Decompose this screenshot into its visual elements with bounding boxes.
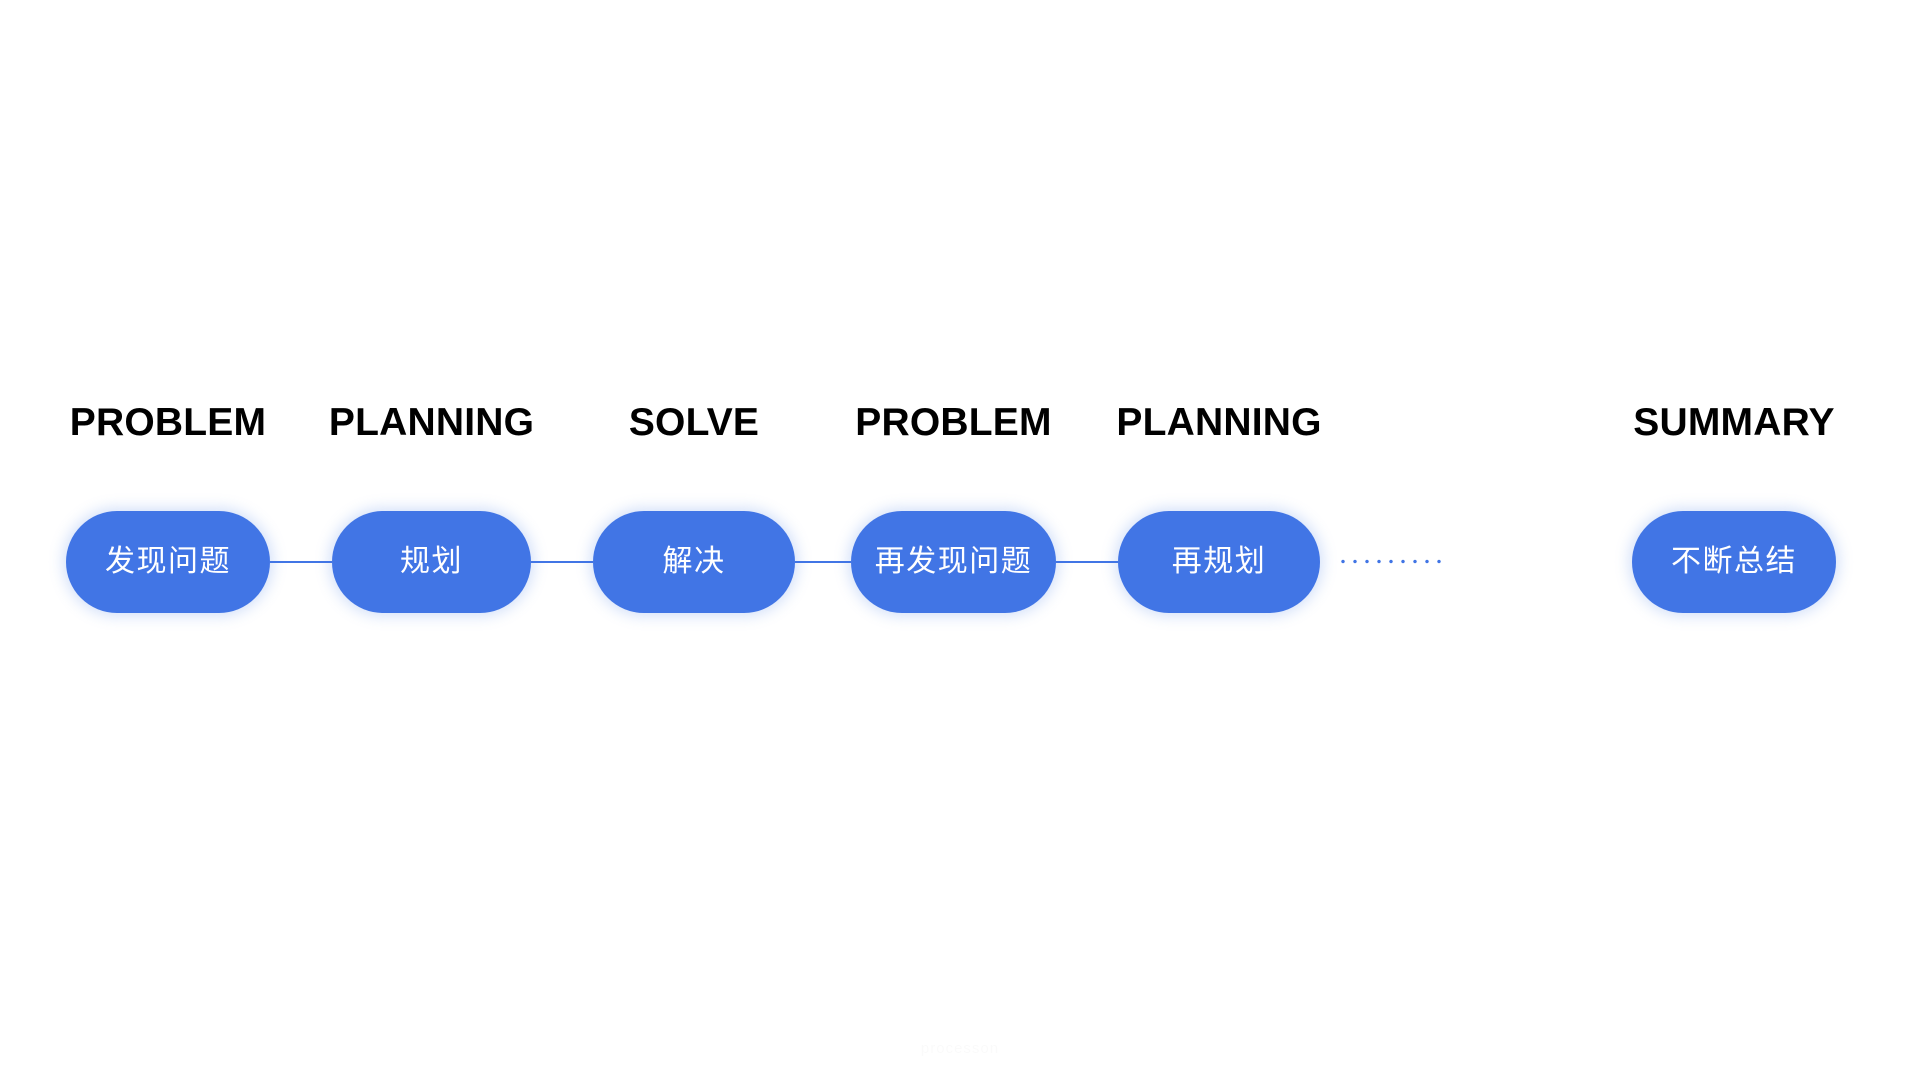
stage-pill-summary[interactable]: 不断总结	[1632, 511, 1836, 613]
connector-dotted-planning2-summary	[1337, 559, 1441, 564]
stage-header-planning-2: PLANNING	[1116, 401, 1322, 444]
connector-planning1-solve	[531, 561, 593, 563]
stage-problem-1[interactable]: PROBLEM 发现问题	[66, 395, 270, 625]
stage-summary[interactable]: SUMMARY 不断总结	[1632, 395, 1836, 625]
connector-problem1-planning1	[270, 561, 332, 563]
connector-solve-problem2	[795, 561, 851, 563]
stage-pill-planning-2[interactable]: 再规划	[1118, 511, 1320, 613]
stage-pill-label-problem-1: 发现问题	[105, 544, 231, 579]
stage-pill-planning-1[interactable]: 规划	[332, 511, 531, 613]
stage-planning-2[interactable]: PLANNING 再规划	[1116, 395, 1322, 625]
watermark: processon	[921, 1040, 999, 1057]
stage-pill-problem-1[interactable]: 发现问题	[66, 511, 270, 613]
stage-header-planning-1: PLANNING	[328, 401, 535, 444]
connector-problem2-planning2	[1056, 561, 1118, 563]
stage-solve[interactable]: SOLVE 解决	[593, 395, 795, 625]
stage-header-problem-2: PROBLEM	[855, 401, 1052, 444]
stage-planning-1[interactable]: PLANNING 规划	[328, 395, 535, 625]
stage-header-problem-1: PROBLEM	[69, 401, 267, 444]
stage-problem-2[interactable]: PROBLEM 再发现问题	[851, 395, 1056, 625]
stage-header-summary: SUMMARY	[1633, 401, 1835, 444]
stage-pill-label-problem-2: 再发现问题	[874, 544, 1033, 579]
stage-pill-label-planning-1: 规划	[400, 544, 463, 579]
process-flow-row: PROBLEM 发现问题 PLANNING 规划 SOLVE 解决 PROBLE…	[0, 395, 1920, 625]
stage-pill-label-solve: 解决	[662, 544, 726, 579]
stage-pill-problem-2[interactable]: 再发现问题	[851, 511, 1056, 613]
stage-header-solve: SOLVE	[628, 401, 760, 444]
stage-pill-solve[interactable]: 解决	[593, 511, 795, 613]
stage-pill-label-planning-2: 再规划	[1171, 544, 1267, 579]
stage-pill-label-summary: 不断总结	[1671, 544, 1797, 579]
